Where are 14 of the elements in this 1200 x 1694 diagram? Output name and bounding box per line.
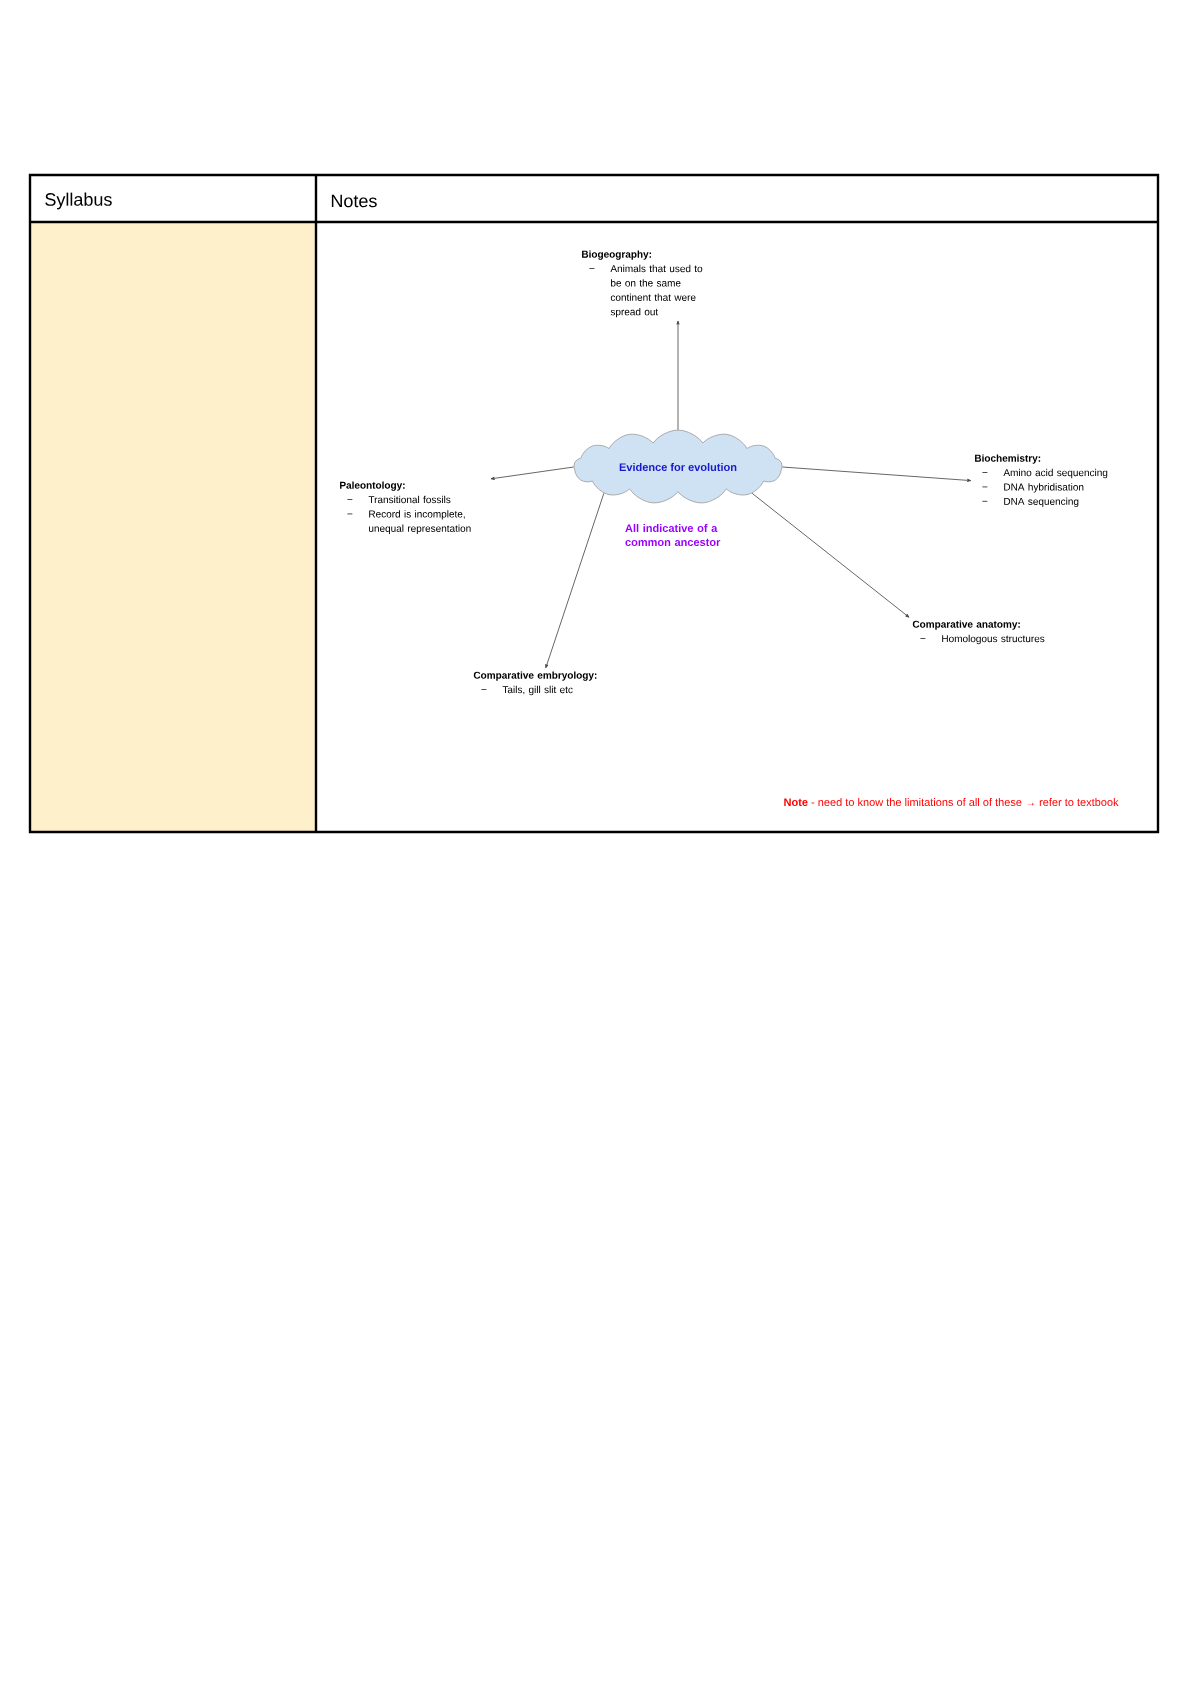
note-block: Biochemistry: Amino acid sequencing DNA hybridisation DNA sequencing	[975, 454, 1108, 507]
arrow	[751, 492, 910, 618]
note-text: All indicative of a common ancestor	[625, 524, 721, 547]
arrow	[676, 320, 680, 431]
note-block: Paleontology: Transitional fossils Record is incomplete, unequal representation	[340, 481, 471, 534]
note-text: Note - need to know the limitations of all of these → refer to textbook	[784, 798, 1119, 807]
header-cell-text: Syllabus	[45, 192, 112, 210]
note-block: Biogeography: Animals that used to be on the same continent that were spread out	[582, 250, 703, 318]
arrow	[490, 466, 574, 480]
header-cell-text: Notes	[331, 194, 377, 208]
note-block: Comparative anatomy: Homologous structures	[912, 620, 1045, 645]
note-block: Comparative embryology: Tails, gill slit etc	[473, 671, 597, 696]
arrow	[545, 492, 605, 669]
arrow	[782, 466, 972, 482]
